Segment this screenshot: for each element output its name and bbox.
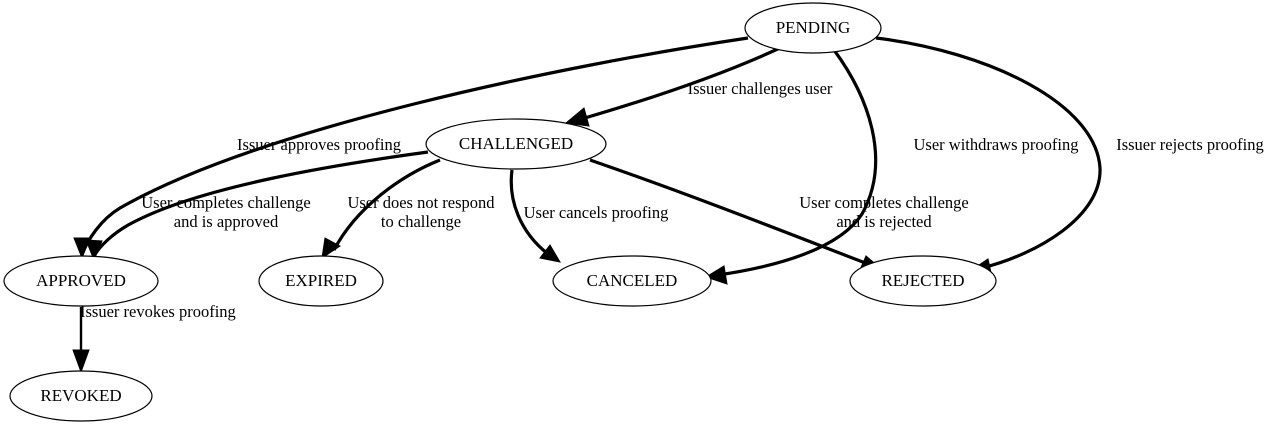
node-canceled[interactable]: CANCELED — [552, 255, 712, 307]
edge-challenged-expired: User does not respond to challenge — [321, 158, 495, 260]
edge-label-challenged-rejected-line1: User completes challenge — [799, 193, 969, 212]
edge-path-challenged-canceled — [509, 169, 549, 256]
edge-label-pending-rejected: Issuer rejects proofing — [1116, 135, 1264, 154]
node-pending[interactable]: PENDING — [744, 2, 882, 54]
edge-label-pending-challenged: Issuer challenges user — [688, 79, 833, 98]
edge-pending-approved: Issuer approves proofing — [73, 36, 749, 260]
edge-pending-challenged: Issuer challenges user — [564, 45, 833, 127]
edge-label-challenged-canceled: User cancels proofing — [524, 203, 669, 222]
node-shape-challenged[interactable] — [425, 118, 607, 170]
arrowhead-canceled-b — [704, 265, 728, 285]
node-shape-rejected[interactable] — [849, 255, 997, 307]
edge-challenged-canceled: User cancels proofing — [509, 169, 669, 263]
edge-path-pending-approved — [80, 36, 749, 255]
node-label-canceled: CANCELED — [587, 271, 678, 290]
node-label-rejected: REJECTED — [881, 271, 964, 290]
node-label-challenged: CHALLENGED — [459, 134, 573, 153]
node-label-approved: APPROVED — [36, 271, 126, 290]
arrowhead-approved-b — [85, 239, 103, 262]
node-label-revoked: REVOKED — [40, 386, 121, 405]
arrowhead-expired — [321, 237, 341, 260]
edge-path-challenged-expired — [332, 158, 441, 251]
edge-label-challenged-approved-line2: and is approved — [174, 212, 279, 231]
edge-path-pending-canceled — [717, 49, 878, 277]
edge-label-pending-approved: Issuer approves proofing — [237, 135, 401, 154]
edge-path-pending-rejected — [875, 36, 1102, 270]
edge-label-challenged-expired-line1: User does not respond — [347, 193, 495, 212]
arrowhead-approved-a — [73, 237, 91, 260]
node-shape-canceled[interactable] — [552, 255, 712, 307]
node-shape-pending[interactable] — [744, 2, 882, 54]
edge-path-pending-challenged — [577, 45, 783, 122]
node-label-pending: PENDING — [776, 18, 851, 37]
edge-pending-canceled: User withdraws proofing — [704, 49, 1079, 285]
arrowhead-canceled-a — [539, 244, 561, 263]
node-shape-revoked[interactable] — [9, 370, 153, 422]
edge-path-challenged-approved — [92, 150, 429, 257]
edge-label-challenged-rejected-line2: and is rejected — [836, 212, 932, 231]
edge-challenged-approved: User completes challenge and is approved — [85, 150, 429, 262]
node-shape-expired[interactable] — [258, 255, 384, 307]
edge-label-challenged-expired-line2: to challenge — [381, 212, 461, 231]
edge-path-challenged-rejected — [589, 158, 869, 266]
node-rejected[interactable]: REJECTED — [849, 255, 997, 307]
node-label-expired: EXPIRED — [285, 271, 357, 290]
edge-pending-rejected: Issuer rejects proofing — [875, 36, 1264, 278]
node-expired[interactable]: EXPIRED — [258, 255, 384, 307]
node-approved[interactable]: APPROVED — [3, 255, 159, 307]
node-shape-approved[interactable] — [3, 255, 159, 307]
edge-label-pending-canceled: User withdraws proofing — [914, 135, 1079, 154]
edge-approved-revoked: Issuer revokes proofing — [72, 302, 236, 374]
edge-label-approved-revoked: Issuer revokes proofing — [80, 302, 236, 321]
node-revoked[interactable]: REVOKED — [9, 370, 153, 422]
node-challenged[interactable]: CHALLENGED — [425, 118, 607, 170]
edge-challenged-rejected: User completes challenge and is rejected — [589, 158, 969, 273]
arrowhead-revoked — [72, 349, 90, 374]
arrowhead-challenged — [564, 107, 590, 127]
edge-label-challenged-approved-line1: User completes challenge — [141, 193, 311, 212]
